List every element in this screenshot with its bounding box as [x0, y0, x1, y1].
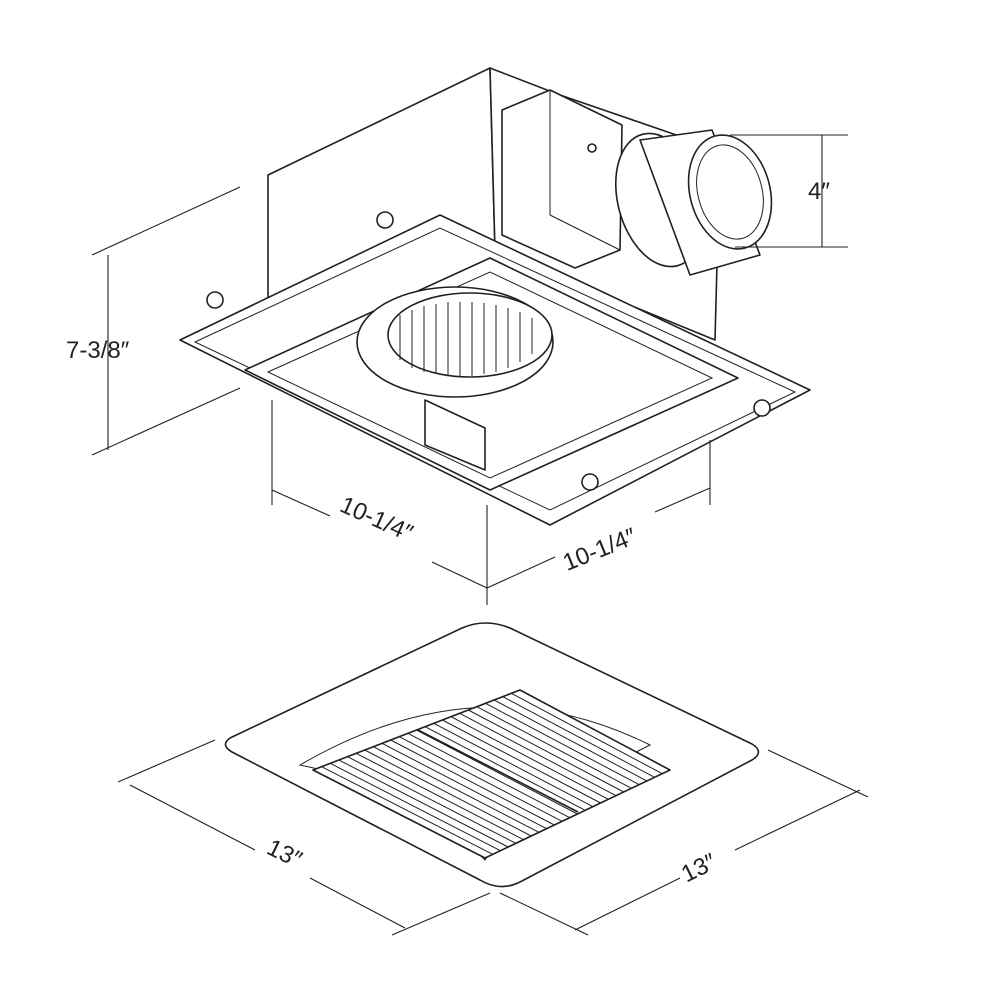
- louver-slat: [433, 722, 594, 808]
- louver-slat: [502, 696, 655, 778]
- louver-slat: [493, 699, 648, 782]
- fan-housing: [179, 67, 811, 526]
- louver-slat: [485, 702, 640, 786]
- motor-box: [424, 399, 486, 471]
- louver-slat: [511, 692, 663, 775]
- louver-slat: [416, 729, 578, 815]
- housing-width-left-label: 10-1/4″: [336, 491, 417, 547]
- louver-slat: [330, 762, 501, 852]
- dimension-lines: [91, 134, 869, 936]
- louver-slat: [468, 709, 624, 793]
- louver-slat: [459, 712, 617, 797]
- louver-slat: [407, 732, 571, 819]
- louver-slat: [338, 759, 509, 848]
- duct-collar: [614, 129, 773, 276]
- louver-slat: [364, 749, 532, 837]
- louver-slat: [373, 746, 540, 833]
- louver-slat: [390, 739, 555, 826]
- grille: [224, 622, 760, 888]
- louver-slat: [450, 716, 609, 800]
- junction-box: [501, 89, 623, 269]
- louver-slat: [347, 756, 517, 844]
- grille-width-right-label: 13″: [677, 848, 721, 888]
- duct-diameter-label: 4″: [808, 178, 830, 205]
- blower-wheel: [356, 286, 554, 398]
- housing-height-label: 7-3/8″: [66, 337, 130, 364]
- louver-slat: [321, 766, 493, 855]
- housing-width-right-label: 10-1/4″: [559, 523, 641, 577]
- grille-width-left-label: 13″: [263, 834, 307, 874]
- louver-slat: [399, 736, 563, 822]
- louver-slat: [355, 752, 524, 841]
- louver-slat: [476, 706, 632, 789]
- louver-slat: [442, 719, 601, 804]
- louver-slat: [381, 742, 547, 830]
- louver-slat: [424, 726, 586, 811]
